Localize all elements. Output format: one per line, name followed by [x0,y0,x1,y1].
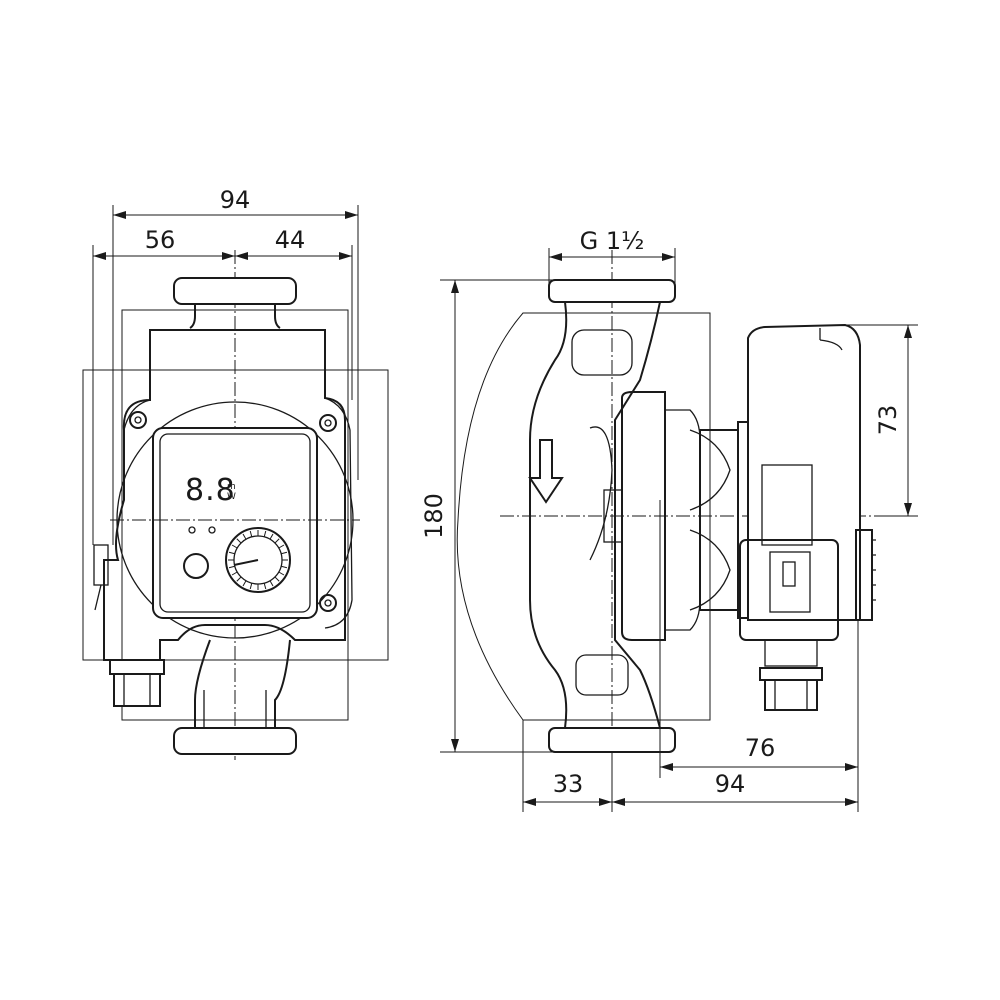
flow-direction-arrow-icon [528,439,564,504]
knob-tick [281,565,288,569]
bottom-flange [173,639,297,755]
knob-tick [274,576,280,582]
dim-side-thread-label: G 1½ [580,227,645,255]
knob-tick [242,533,247,540]
knob-tick [228,565,235,569]
control-module: 8.8 m W [152,427,318,619]
knob-tick [278,571,285,576]
display-digits: 8.8 [185,473,236,508]
display-unit-w: W [227,492,236,502]
knob-tick [269,533,274,540]
dim-side-76: 76 [659,500,859,812]
cable-gland-front [93,544,165,707]
dim-side-33-label: 33 [553,770,584,798]
knob-tick [236,538,242,544]
dim-side-33-94: 33 94 [522,720,858,812]
dim-front-94-label: 94 [220,186,251,214]
side-top-flange [548,279,676,303]
side-pump-body [528,301,662,729]
dim-front-44-label: 44 [275,226,306,254]
side-bottom-flange [548,727,676,753]
knob-tick [228,551,235,555]
knob-tick [236,576,242,582]
side-electronics-housing [739,323,876,711]
knob-tick [269,580,274,587]
front-view: 8.8 m W [82,186,389,760]
knob-tick [281,551,288,555]
display-unit-m: m [227,482,236,492]
side-view: G 1½ 180 73 76 33 [420,227,918,812]
knob-tick [278,544,285,549]
knob-tick [231,571,238,576]
knob-tick [263,530,267,537]
side-motor [621,391,749,641]
dim-side-thread: G 1½ [548,227,676,285]
push-button[interactable] [183,553,209,579]
status-led-left [188,526,196,534]
dim-side-94-label: 94 [715,770,746,798]
dim-front-94: 94 [112,186,359,545]
knob-tick [231,544,238,549]
dim-side-73-label: 73 [874,405,902,436]
knob-tick [242,580,247,587]
dim-side-76-label: 76 [745,734,776,762]
knob-tick [274,538,280,544]
dim-side-73: 73 [845,324,918,517]
top-flange [173,277,297,329]
dim-side-180-label: 180 [420,493,448,539]
status-led-right [208,526,216,534]
knob-tick [263,583,267,590]
dim-front-56-label: 56 [145,226,176,254]
control-knob[interactable] [225,527,291,593]
knob-tick [249,530,253,537]
dim-front-56-44: 56 44 [92,226,353,545]
knob-tick [249,583,253,590]
dim-side-180: 180 [420,279,555,753]
